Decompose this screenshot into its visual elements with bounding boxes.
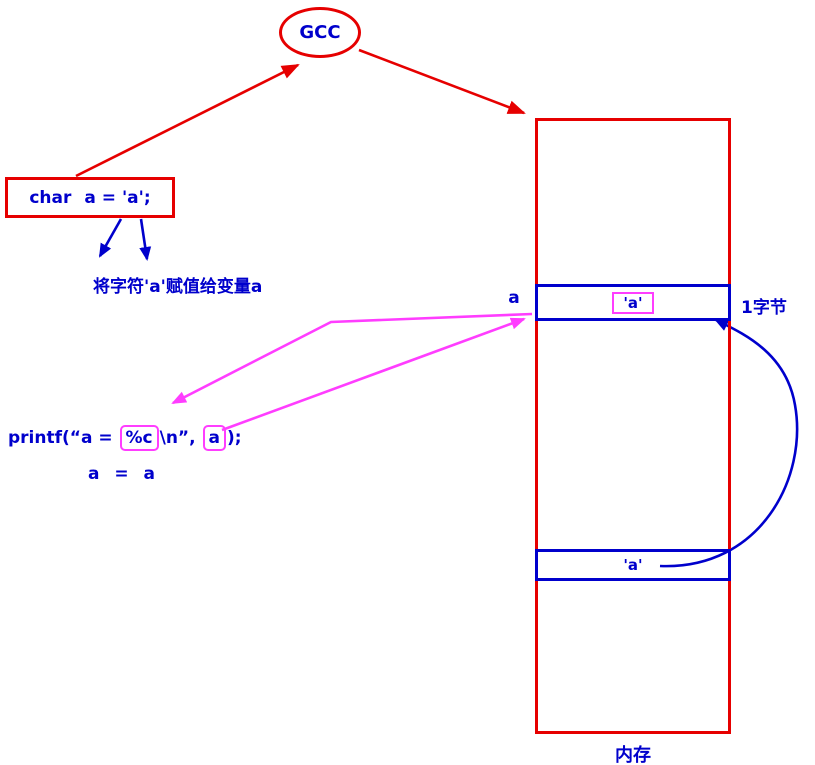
printf-statement: printf(“a = %c \n”, a ); [8, 423, 242, 453]
memory-box [535, 118, 731, 734]
printf-format-box: %c [119, 425, 159, 451]
annotation-text: 将字符'a'赋值给变量a [93, 277, 263, 297]
cell2-value: 'a' [623, 556, 643, 574]
printf-suffix: ); [226, 428, 242, 448]
cell-var-label: a [508, 288, 520, 308]
cell-value-box: 'a' [612, 291, 654, 314]
memory-cell-source: 'a' [535, 549, 731, 581]
gcc-node: GCC [279, 7, 361, 58]
cell-size-label: 1字节 [741, 298, 787, 318]
arrow-code-to-annotation-right [139, 218, 152, 261]
code-body: a = 'a'; [84, 187, 151, 208]
arrow-code-to-gcc [75, 63, 300, 178]
printf-arg-box: a [202, 425, 226, 451]
arrow-gcc-to-memory [358, 48, 526, 115]
arrow-cell-to-format [171, 312, 533, 405]
gcc-label: GCC [299, 22, 341, 43]
arrow-arg-to-cell [221, 317, 526, 432]
printf-prefix: printf(“a = [8, 428, 119, 448]
code-keyword: char [29, 187, 72, 208]
printf-mid: \n”, [159, 428, 202, 448]
memory-cell-a: 'a' [535, 284, 731, 321]
assignment-text: a = a [88, 464, 156, 484]
memory-label: 内存 [615, 745, 651, 765]
arrow-code-to-annotation-left [98, 218, 123, 258]
code-box: char a = 'a'; [5, 177, 175, 218]
